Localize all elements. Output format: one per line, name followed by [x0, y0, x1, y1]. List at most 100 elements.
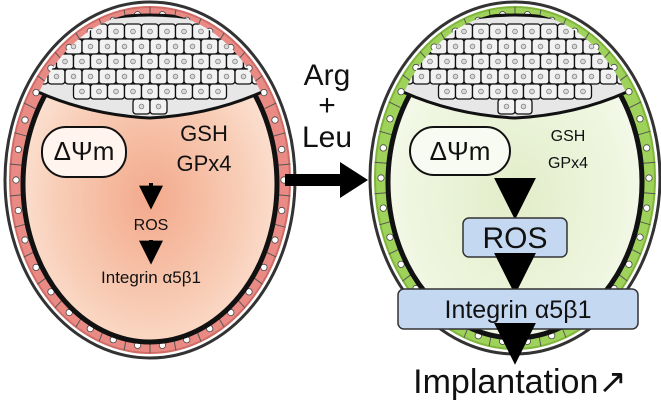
icm-cell-nucleus [223, 73, 230, 80]
icm-cell-nucleus [478, 88, 484, 95]
icm-cell-nucleus [580, 58, 586, 65]
icm-cell-nucleus [495, 58, 501, 65]
treatment-arg: Arg [304, 59, 351, 92]
icm-cell-nucleus [155, 43, 162, 50]
icm-cell-nucleus [284, 59, 289, 64]
icm-cell-nucleus [181, 58, 187, 65]
right-mito-box [409, 126, 511, 176]
icm-cell-nucleus [377, 59, 382, 64]
icm-cell [641, 53, 643, 70]
icm-cell-nucleus [104, 73, 111, 80]
icm-cell-nucleus [563, 28, 569, 35]
left-integrin-label: Integrin α5β1 [101, 268, 201, 287]
icm-cell-nucleus [554, 43, 561, 50]
trophectoderm-cell-border [23, 102, 36, 110]
right-gsh-label: GSH [551, 128, 586, 145]
icm-cell-nucleus [130, 88, 136, 95]
icm-cell-nucleus [537, 43, 544, 50]
icm-cell-nucleus [223, 43, 230, 50]
icm-cell [276, 53, 278, 70]
icm-cell-nucleus [639, 43, 643, 50]
icm-cell [633, 38, 643, 55]
icm-cell-nucleus [70, 43, 77, 50]
right-mito-label: ΔΨm [430, 136, 491, 166]
trophectoderm-cell [643, 144, 651, 152]
icm-cell-nucleus [469, 43, 476, 50]
icm-cell-nucleus [520, 73, 527, 80]
icm-cell-nucleus [529, 88, 535, 95]
icm-cell-nucleus [198, 88, 204, 95]
right-gpx4-label: GPx4 [548, 155, 588, 172]
icm-cell-nucleus [215, 88, 221, 95]
icm-cell [276, 23, 278, 40]
icm-cell-nucleus [121, 43, 128, 50]
icm-cell-nucleus [478, 28, 484, 35]
icm-cell [30, 38, 49, 55]
trophectoderm-cell-border [374, 161, 388, 164]
icm-cell-nucleus [631, 28, 637, 35]
icm-cell-nucleus [597, 58, 603, 65]
icm-cell [651, 39, 661, 54]
trophectoderm-cell [32, 89, 40, 97]
icm-cell-nucleus [418, 73, 425, 80]
trophectoderm-cell [625, 88, 633, 96]
icm-cell-nucleus [588, 73, 595, 80]
icm-cell-nucleus [79, 58, 85, 65]
left-embryo: ΔΨm GSH GPx4 ROS Integrin α5β1 [3, 0, 303, 360]
icm-cell-nucleus [444, 58, 450, 65]
icm-cell-nucleus [164, 58, 170, 65]
icm-cell-nucleus [249, 28, 255, 35]
icm-cell-nucleus [113, 28, 119, 35]
icm-cell [395, 38, 414, 55]
icm-cell-nucleus [393, 28, 399, 35]
icm-cell-nucleus [427, 58, 433, 65]
icm-cell-nucleus [452, 43, 459, 50]
trophectoderm-cell [386, 115, 394, 123]
icm-cell-nucleus [96, 28, 102, 35]
icm-cell-nucleus [649, 59, 654, 64]
icm-cell-nucleus [444, 88, 450, 95]
icm-cell-nucleus [520, 103, 527, 110]
icm-cell-nucleus [62, 58, 68, 65]
icm-cell-nucleus [181, 88, 187, 95]
treatment-plus: + [318, 89, 336, 122]
icm-cell-nucleus [452, 73, 459, 80]
icm-cell-nucleus [189, 73, 196, 80]
icm-cell-nucleus [512, 58, 518, 65]
icm-cell-nucleus [546, 58, 552, 65]
icm-cell-nucleus [36, 43, 43, 50]
icm-cell-nucleus [87, 73, 94, 80]
trophectoderm-cell-border [264, 102, 277, 110]
icm-cell-nucleus [486, 73, 493, 80]
icm-cell-nucleus [529, 58, 535, 65]
trophectoderm-cell-border [642, 161, 656, 164]
icm-cell-nucleus [614, 28, 620, 35]
icm-cell [607, 23, 627, 40]
icm-cell-nucleus [172, 73, 179, 80]
trophectoderm-cell-border [637, 130, 651, 136]
icm-cell [38, 23, 58, 40]
icm-cell-nucleus [495, 88, 501, 95]
icm-cell-nucleus [130, 58, 136, 65]
icm-cell-nucleus [486, 43, 493, 50]
trophectoderm-cell [21, 236, 29, 244]
icm-cell-nucleus [657, 44, 661, 49]
icm-cell-nucleus [622, 43, 629, 50]
icm-cell [251, 38, 270, 55]
trophectoderm-cell [379, 204, 387, 212]
icm-cell-nucleus [266, 28, 272, 35]
icm-cell-nucleus [631, 58, 637, 65]
icm-cell-nucleus [53, 73, 60, 80]
icm-cell-nucleus [104, 43, 111, 50]
treatment-group: Arg + Leu [285, 59, 368, 198]
icm-cell-nucleus [435, 73, 442, 80]
icm-cell-nucleus [387, 73, 391, 80]
icm-cell-nucleus [138, 73, 145, 80]
icm-cell-nucleus [138, 43, 145, 50]
icm-cell [387, 23, 406, 40]
trophectoderm-cell [379, 144, 387, 152]
icm-cell-nucleus [512, 88, 518, 95]
icm-cell [286, 39, 303, 54]
icm-cell-nucleus [198, 58, 204, 65]
